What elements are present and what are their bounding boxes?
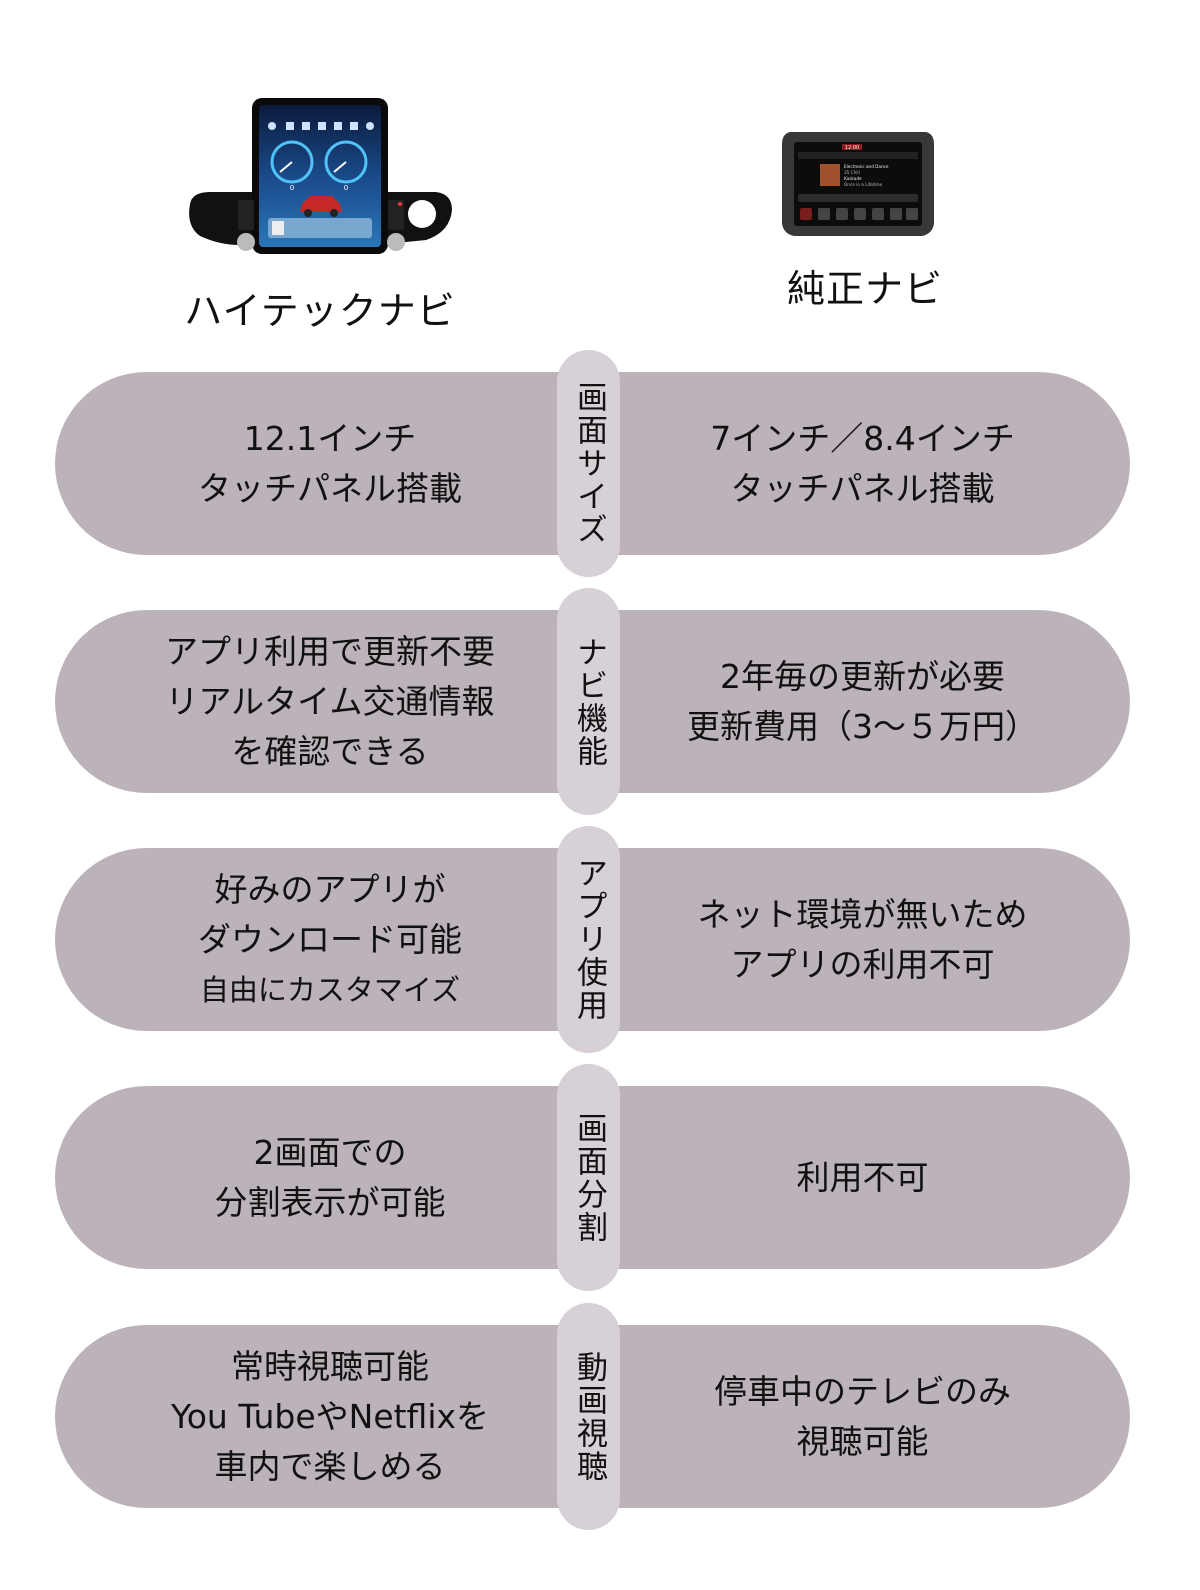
category-pill: 画面サイズ: [557, 350, 620, 577]
hitech-navi-title-text: ハイテックナビ: [184, 289, 456, 333]
oem-navi-illustration: 12:00 Electronic and Dance 35 Chill Kask…: [782, 132, 934, 236]
value-line: タッチパネル搭載: [730, 468, 995, 508]
comparison-row: 好みのアプリがダウンロード可能自由にカスタマイズネット環境が無いためアプリの利用…: [55, 826, 1130, 1053]
hitech-value: 好みのアプリがダウンロード可能自由にカスタマイズ: [95, 848, 565, 1031]
oem-genre: Electronic and Dance: [844, 164, 889, 169]
right-buttons: [388, 200, 404, 230]
left-buttons: [238, 200, 254, 230]
app-icon-row: [268, 122, 374, 130]
category-label: 画面サイズ: [571, 381, 607, 546]
hitech-navi-illustration: 0 0: [189, 98, 452, 254]
category-label: アプリ使用: [571, 857, 607, 1022]
comparison-row: 常時視聴可能 You TubeやNetflixを車内で楽しめる 停車中のテレビのみ視…: [55, 1303, 1130, 1530]
dash-bezel: [189, 192, 254, 245]
oem-button-row: [800, 208, 918, 220]
category-pill: ナビ機能: [557, 588, 620, 815]
media-card: [268, 218, 372, 238]
value-line: 2画面での: [253, 1132, 407, 1172]
oem-clock: 12:00: [845, 145, 859, 151]
oem-value: 2年毎の更新が必要更新費用（3～５万円）: [620, 610, 1105, 793]
value-line: You TubeやNetflixを: [170, 1396, 490, 1436]
oem-station: 35 Chill: [844, 170, 860, 175]
category-pill: 画面分割: [557, 1064, 620, 1291]
value-line: 好みのアプリが: [214, 869, 446, 909]
hitech-navi-image: 0 0: [186, 96, 454, 256]
gauge-left: [270, 140, 314, 184]
comparison-row: アプリ利用で更新不要リアルタイム交通情報を確認できる 2年毎の更新が必要更新費用（…: [55, 588, 1130, 815]
knob-right: [387, 233, 405, 251]
value-line: 利用不可: [796, 1157, 929, 1197]
oem-value: 利用不可: [620, 1086, 1105, 1269]
value-line: リアルタイム交通情報: [165, 681, 495, 721]
value-line: ネット環境が無いため: [697, 894, 1028, 934]
hitech-value: アプリ利用で更新不要リアルタイム交通情報を確認できる: [95, 610, 565, 793]
value-line: 分割表示が可能: [214, 1182, 446, 1222]
value-line: 停車中のテレビのみ: [714, 1371, 1011, 1411]
hitech-navi-title: ハイテックナビ: [150, 280, 490, 335]
value-line: 車内で楽しめる: [214, 1446, 446, 1486]
value-line: アプリ利用で更新不要: [165, 631, 495, 671]
oem-navi-image: 12:00 Electronic and Dance 35 Chill Kask…: [780, 128, 936, 238]
album-art: [820, 164, 840, 186]
oem-artist: Kaskade: [844, 176, 862, 181]
hitech-screen: [259, 105, 381, 247]
category-pill: アプリ使用: [557, 826, 620, 1053]
category-pill: 動画視聴: [557, 1303, 620, 1530]
oem-navi-title: 純正ナビ: [720, 258, 1010, 313]
value-line: 自由にカスタマイズ: [199, 972, 461, 1007]
value-line: を確認できる: [231, 731, 429, 771]
oem-song: Once in a Lifetime: [844, 182, 883, 187]
category-label: 動画視聴: [571, 1350, 607, 1483]
hitech-value: 12.1インチタッチパネル搭載: [95, 372, 565, 555]
value-line: タッチパネル搭載: [198, 468, 462, 508]
hitech-value: 常時視聴可能 You TubeやNetflixを車内で楽しめる: [95, 1325, 565, 1508]
comparison-row: 2画面での分割表示が可能 利用不可 画面分割: [55, 1064, 1130, 1291]
oem-value: ネット環境が無いためアプリの利用不可: [620, 848, 1105, 1031]
category-label: 画面分割: [571, 1111, 607, 1244]
value-line: アプリの利用不可: [730, 944, 995, 984]
value-line: 視聴可能: [796, 1421, 929, 1461]
speed-left: 0: [290, 184, 294, 192]
value-line: 12.1インチ: [243, 418, 417, 458]
oem-screen: [794, 142, 922, 226]
car-icon: [300, 196, 342, 212]
oem-value: 7インチ／8.4インチタッチパネル搭載: [620, 372, 1105, 555]
category-label: ナビ機能: [571, 635, 607, 768]
gauge-right: [324, 140, 368, 184]
value-line: 常時視聴可能: [231, 1346, 429, 1386]
value-line: ダウンロード可能: [198, 919, 462, 959]
oem-value: 停車中のテレビのみ視聴可能: [620, 1325, 1105, 1508]
value-line: 2年毎の更新が必要: [720, 656, 1005, 696]
vent-hole: [408, 200, 436, 228]
value-line: 7インチ／8.4インチ: [710, 418, 1015, 458]
knob-left: [237, 233, 255, 251]
oem-navi-title-text: 純正ナビ: [786, 267, 943, 311]
hitech-value: 2画面での分割表示が可能: [95, 1086, 565, 1269]
speed-right: 0: [344, 184, 348, 192]
value-line: 更新費用（3～５万円）: [687, 706, 1038, 746]
